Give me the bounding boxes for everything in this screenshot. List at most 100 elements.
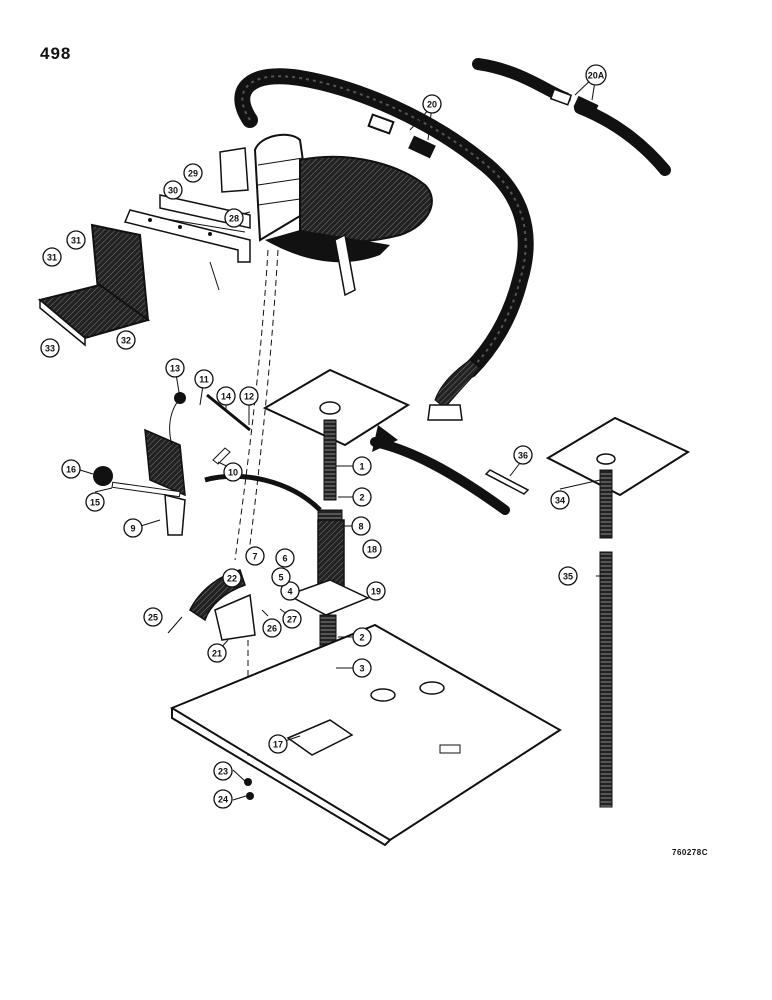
page-number: 498	[40, 44, 72, 63]
callout-circle	[85, 492, 105, 512]
callout-13: 13	[165, 358, 185, 378]
callout-31: 31	[66, 230, 86, 250]
callout-12: 12	[239, 386, 259, 406]
callout-33: 33	[40, 338, 60, 358]
seat-adjuster	[189, 569, 256, 641]
callout-label: 1	[359, 462, 364, 472]
alternate-pedestal	[484, 416, 691, 808]
callout-circle	[271, 567, 291, 587]
callout-22: 22	[222, 568, 242, 588]
callout-5: 5	[271, 567, 291, 587]
callout-circle	[223, 462, 243, 482]
callout-label: 13	[170, 364, 180, 374]
callout-label: 8	[358, 522, 363, 532]
seat	[219, 133, 433, 297]
callout-label: 25	[148, 613, 158, 623]
callout-label: 31	[47, 253, 57, 263]
callout-6: 6	[275, 548, 295, 568]
callout-circle	[268, 734, 288, 754]
callout-label: 19	[371, 587, 381, 597]
callout-circle	[40, 338, 60, 358]
callout-27: 27	[282, 609, 302, 629]
callout-14: 14	[216, 386, 236, 406]
callout-label: 9	[130, 524, 135, 534]
callout-circle	[352, 456, 372, 476]
callout-16: 16	[61, 459, 81, 479]
callout-32: 32	[116, 330, 136, 350]
callout-label: 24	[218, 795, 228, 805]
callout-19: 19	[366, 581, 386, 601]
callout-1: 1	[352, 456, 372, 476]
callout-circle	[422, 94, 442, 114]
callout-label: 23	[218, 767, 228, 777]
callout-label: 35	[563, 572, 573, 582]
callout-circle	[282, 609, 302, 629]
callout-35: 35	[558, 566, 578, 586]
callout-label: 36	[518, 451, 528, 461]
callout-11: 11	[194, 369, 214, 389]
callout-21: 21	[207, 643, 227, 663]
callout-23: 23	[213, 761, 233, 781]
callout-circle	[585, 64, 607, 86]
figure-code: 760278C	[672, 848, 708, 857]
callout-label: 21	[212, 649, 222, 659]
callout-circle	[239, 386, 259, 406]
callout-circle	[224, 208, 244, 228]
callout-group: 1223456789101112131415161718192020A21222…	[40, 64, 607, 809]
callout-circle	[163, 180, 183, 200]
callout-label: 27	[287, 615, 297, 625]
callout-circle	[262, 618, 282, 638]
callout-label: 30	[168, 186, 178, 196]
callout-label: 14	[221, 392, 231, 402]
callout-28: 28	[224, 208, 244, 228]
seat-belt	[234, 68, 534, 421]
callout-label: 10	[228, 468, 238, 478]
callout-8: 8	[351, 516, 371, 536]
callout-label: 28	[229, 214, 239, 224]
assembly-arrows	[204, 425, 510, 515]
callout-circle	[61, 459, 81, 479]
callout-20: 20	[422, 94, 442, 114]
callout-36: 36	[513, 445, 533, 465]
callout-circle	[558, 566, 578, 586]
callout-circle	[275, 548, 295, 568]
callout-15: 15	[85, 492, 105, 512]
callout-7: 7	[245, 546, 265, 566]
callout-3: 3	[352, 658, 372, 678]
callout-circle	[66, 230, 86, 250]
mounting-brackets	[123, 194, 251, 263]
callout-10: 10	[223, 462, 243, 482]
callout-circle	[280, 581, 300, 601]
callout-label: 33	[45, 344, 55, 354]
callout-25: 25	[143, 607, 163, 627]
callout-2: 2	[352, 487, 372, 507]
callout-label: 26	[267, 624, 277, 634]
callout-label: 31	[71, 236, 81, 246]
callout-label: 32	[121, 336, 131, 346]
callout-circle	[213, 789, 233, 809]
pedestal-assembly	[262, 368, 411, 736]
callout-label: 11	[199, 375, 209, 385]
callout-circle	[165, 358, 185, 378]
callout-34: 34	[550, 490, 570, 510]
callout-label: 2	[359, 493, 364, 503]
callout-circle	[352, 487, 372, 507]
callout-label: 6	[282, 554, 287, 564]
callout-circle	[42, 247, 62, 267]
callout-circle	[213, 761, 233, 781]
storage-box	[37, 223, 151, 347]
callout-label: 22	[227, 574, 237, 584]
callout-30: 30	[163, 180, 183, 200]
callout-circle	[123, 518, 143, 538]
callout-label: 12	[244, 392, 254, 402]
base-plate	[169, 623, 562, 847]
callout-2: 2	[352, 627, 372, 647]
callout-17: 17	[268, 734, 288, 754]
callout-label: 16	[66, 465, 76, 475]
callout-label: 29	[188, 169, 198, 179]
callout-29: 29	[183, 163, 203, 183]
callout-circle	[362, 539, 382, 559]
callout-9: 9	[123, 518, 143, 538]
callout-circle	[216, 386, 236, 406]
